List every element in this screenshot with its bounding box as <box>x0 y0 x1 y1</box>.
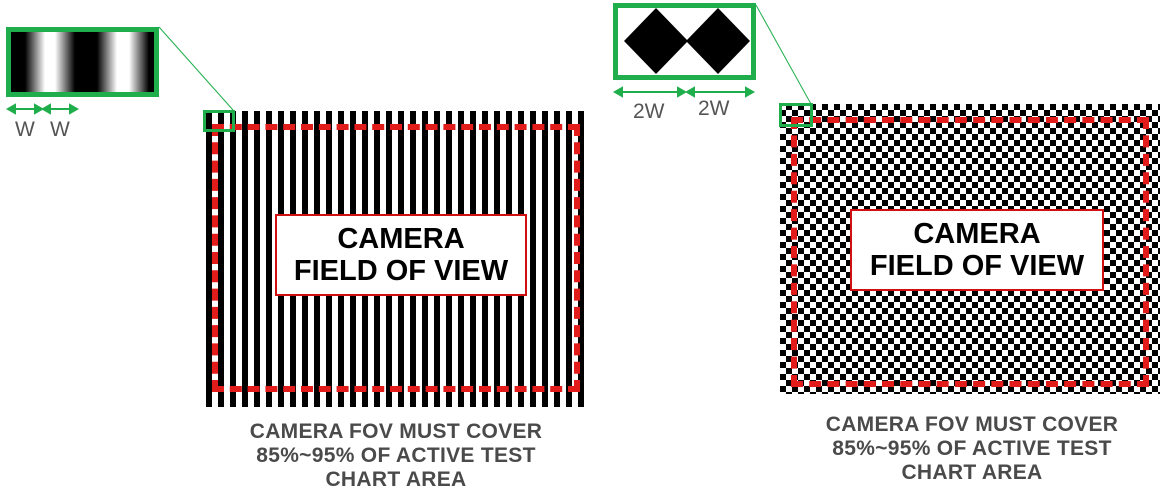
caption-right-line3: CHART AREA <box>901 461 1043 484</box>
zoom-source-marker-right <box>779 103 813 127</box>
fov-label-box-left: CAMERA FIELD OF VIEW <box>275 214 527 296</box>
fov-label-box-right: CAMERA FIELD OF VIEW <box>850 209 1104 291</box>
width-label-2w-1: 2W <box>633 100 665 123</box>
caption-left: CAMERA FOV MUST COVER 85%~95% OF ACTIVE … <box>214 420 578 492</box>
caption-left-line1: CAMERA FOV MUST COVER <box>249 420 543 443</box>
width-label-w-2: W <box>50 118 70 141</box>
caption-left-line3: CHART AREA <box>325 468 467 491</box>
zoom-connector-right <box>755 4 812 105</box>
fov-label-line2: FIELD OF VIEW <box>293 255 509 287</box>
width-label-2w-2: 2W <box>698 97 730 120</box>
caption-right-line1: CAMERA FOV MUST COVER <box>825 413 1119 436</box>
width-label-w-1: W <box>15 118 35 141</box>
diamond-zoom-shapes <box>624 8 750 74</box>
caption-left-line2: 85%~95% OF ACTIVE TEST <box>256 444 536 467</box>
fov-dashed-frame-left <box>212 124 580 392</box>
caption-right: CAMERA FOV MUST COVER 85%~95% OF ACTIVE … <box>790 413 1154 485</box>
diamond-test-chart <box>780 104 1160 394</box>
stripe-zoom-inset <box>6 27 159 97</box>
diamond-zoom-inset <box>613 3 756 80</box>
fov-label-line2: FIELD OF VIEW <box>869 250 1085 282</box>
fov-label-line1: CAMERA <box>337 223 465 255</box>
caption-right-line2: 85%~95% OF ACTIVE TEST <box>832 437 1112 460</box>
width-arrows-left <box>5 103 80 115</box>
fov-label-line1: CAMERA <box>913 218 1041 250</box>
fov-dashed-frame-right <box>791 117 1149 387</box>
width-arrows-right <box>612 86 756 98</box>
zoom-connector-left <box>158 26 234 111</box>
zoom-source-marker-left <box>203 110 235 132</box>
